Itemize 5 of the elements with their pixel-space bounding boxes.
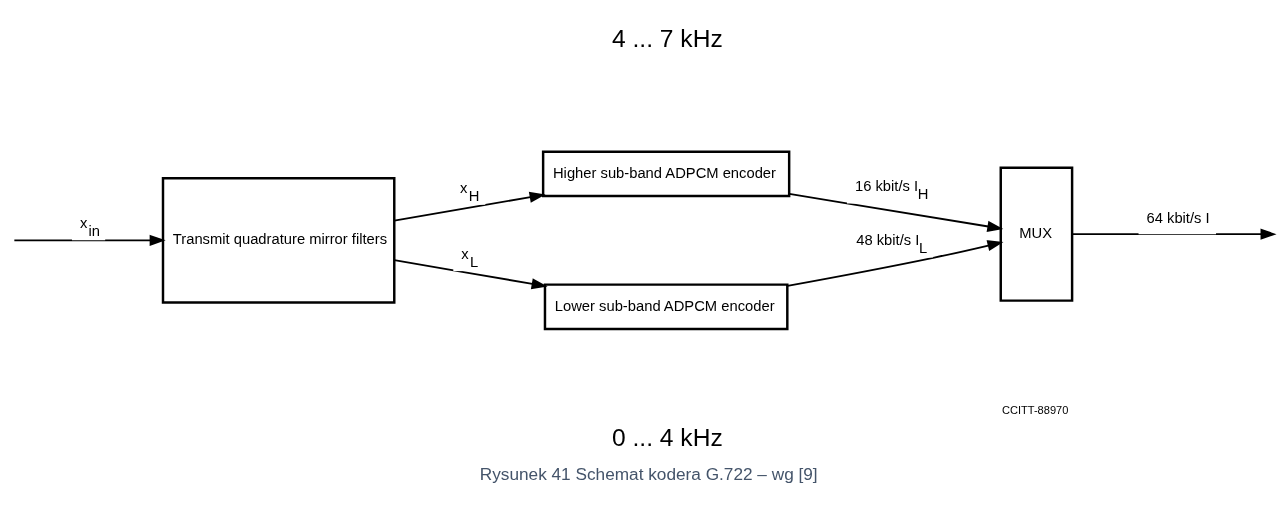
label: 0 ... 4 kHz bbox=[612, 423, 723, 451]
label: 4 ... 7 kHz bbox=[612, 25, 723, 53]
caption: Rysunek 41 Schemat kodera G.722 – wg [9] bbox=[479, 464, 818, 485]
edge-label: 64 kbit/s I bbox=[1146, 210, 1210, 227]
label: CCITT-88970 bbox=[1001, 404, 1069, 417]
